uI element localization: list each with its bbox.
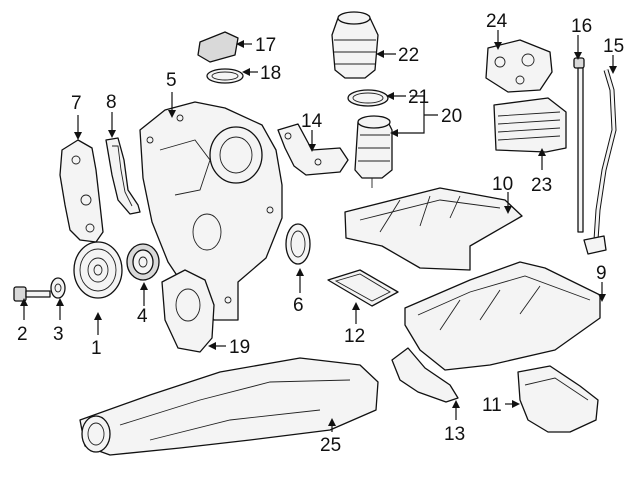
callout-8: 8	[106, 92, 117, 113]
callout-6: 6	[293, 295, 304, 316]
part-23-oil-cooler	[493, 97, 567, 153]
part-14-bracket	[277, 123, 349, 176]
part-21-oring	[347, 89, 389, 107]
callout-4: 4	[137, 306, 148, 327]
part-5-timing-cover	[139, 101, 283, 321]
part-22-filter-cap	[331, 11, 379, 79]
callout-25: 25	[320, 435, 341, 456]
part-9-lower-oil-pan	[404, 261, 601, 371]
callout-7: 7	[71, 93, 82, 114]
callout-9: 9	[596, 263, 607, 284]
part-3-washer	[50, 277, 66, 299]
part-6-seal	[285, 223, 311, 265]
part-4-gear	[126, 243, 160, 281]
callout-17: 17	[255, 35, 276, 56]
part-2-bolt	[13, 286, 51, 302]
part-10-upper-oil-pan	[344, 187, 523, 271]
callout-labels: 1 2 3 4 5 6 7 8 9 10 11 12 13 14 15 16 1…	[17, 11, 624, 456]
callout-19: 19	[229, 337, 250, 358]
part-24-gasket-plate	[485, 39, 553, 93]
part-8-gasket	[105, 137, 141, 215]
callout-20: 20	[441, 106, 462, 127]
callout-22: 22	[398, 45, 419, 66]
part-15-dipstick-tube	[583, 69, 617, 255]
callout-23: 23	[531, 175, 552, 196]
part-18-oring	[206, 68, 244, 84]
part-17-cap	[197, 31, 239, 63]
arrowheads	[20, 40, 617, 426]
callout-15: 15	[603, 36, 624, 57]
callout-1: 1	[91, 338, 102, 359]
callout-3: 3	[53, 324, 64, 345]
leader-20	[392, 95, 438, 134]
part-25-intake-manifold	[79, 357, 379, 456]
callout-12: 12	[344, 326, 365, 347]
part-1-pulley	[73, 241, 123, 299]
callout-10: 10	[492, 174, 513, 195]
part-7-cover-plate	[59, 139, 104, 243]
callout-18: 18	[260, 63, 281, 84]
callout-16: 16	[571, 16, 592, 37]
callout-24: 24	[486, 11, 508, 32]
part-12-gasket	[327, 269, 399, 307]
callout-5: 5	[166, 70, 177, 91]
callout-11: 11	[482, 395, 502, 416]
part-20-filter-element	[354, 115, 393, 188]
callout-2: 2	[17, 324, 28, 345]
part-11-sump	[517, 365, 599, 433]
part-13-baffle	[391, 347, 459, 403]
part-16-dipstick	[573, 57, 585, 233]
part-19-pump-plate	[161, 269, 215, 353]
callout-21: 21	[408, 87, 429, 108]
callout-14: 14	[301, 111, 323, 132]
callout-13: 13	[444, 424, 465, 445]
